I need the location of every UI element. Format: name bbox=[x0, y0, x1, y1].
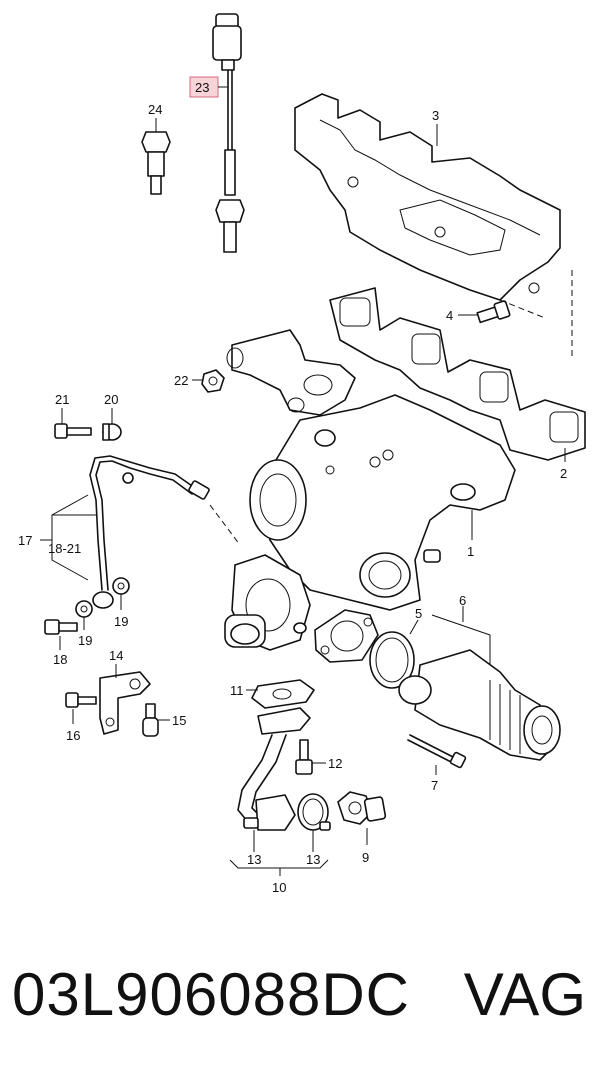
bolt-part-18 bbox=[44, 619, 78, 635]
callout-12: 12 bbox=[328, 756, 342, 771]
bolt-part-15 bbox=[142, 703, 159, 737]
callout-4: 4 bbox=[446, 308, 453, 323]
callout-19b: 19 bbox=[114, 614, 128, 629]
callout-3: 3 bbox=[432, 108, 439, 123]
turbo-outlet-flange bbox=[314, 609, 379, 663]
callout-14: 14 bbox=[109, 648, 123, 663]
stud-part-24 bbox=[141, 131, 171, 195]
exploded-parts-diagram: 23 24 3 4 2 22 bbox=[18, 13, 586, 895]
oil-return-pipe-part-10 bbox=[237, 707, 311, 831]
clamp-part-13 bbox=[297, 793, 331, 831]
actuator-part-6 bbox=[398, 649, 561, 761]
mounting-plate bbox=[226, 329, 356, 416]
turbocharger-part-1 bbox=[224, 394, 516, 651]
banjo-bolt-part-20 bbox=[102, 423, 122, 441]
callout-21: 21 bbox=[55, 392, 69, 407]
seal-ring-part-5 bbox=[369, 631, 415, 689]
nut-part-22 bbox=[201, 369, 225, 393]
footer: 03L906088DC VAG bbox=[0, 955, 600, 1045]
callout-24: 24 bbox=[148, 102, 162, 117]
bolt-part-4 bbox=[476, 300, 511, 324]
gasket-part-2 bbox=[329, 287, 586, 461]
union-fitting-part-9 bbox=[337, 791, 387, 825]
part-number: 03L906088DC bbox=[12, 961, 410, 1028]
callout-10: 10 bbox=[272, 880, 286, 895]
bolt-part-21 bbox=[54, 423, 92, 439]
heat-shield-part-3 bbox=[294, 93, 561, 301]
callout-13a: 13 bbox=[247, 852, 261, 867]
oil-line-part-17 bbox=[89, 455, 210, 609]
callout-15: 15 bbox=[172, 713, 186, 728]
callout-18: 18 bbox=[53, 652, 67, 667]
callout-2: 2 bbox=[560, 466, 567, 481]
bolt-part-16 bbox=[65, 692, 97, 708]
callout-17: 17 bbox=[18, 533, 32, 548]
callout-5: 5 bbox=[415, 606, 422, 621]
callout-19a: 19 bbox=[78, 633, 92, 648]
callout-13b: 13 bbox=[306, 852, 320, 867]
sensor-part-23 bbox=[212, 13, 245, 253]
callout-9: 9 bbox=[362, 850, 369, 865]
bracket-part-14 bbox=[99, 671, 151, 735]
bolt-part-7 bbox=[407, 734, 467, 769]
callout-16: 16 bbox=[66, 728, 80, 743]
callout-20: 20 bbox=[104, 392, 118, 407]
callout-6: 6 bbox=[459, 593, 466, 608]
callout-11: 11 bbox=[230, 683, 244, 698]
callout-7: 7 bbox=[431, 778, 438, 793]
callout-23: 23 bbox=[195, 80, 209, 95]
bolt-part-12 bbox=[295, 739, 313, 775]
callout-18-21: 18-21 bbox=[48, 541, 81, 556]
callout-1: 1 bbox=[467, 544, 474, 559]
brand-label: VAG bbox=[463, 961, 586, 1028]
callout-22: 22 bbox=[174, 373, 188, 388]
gasket-part-11 bbox=[251, 679, 315, 709]
